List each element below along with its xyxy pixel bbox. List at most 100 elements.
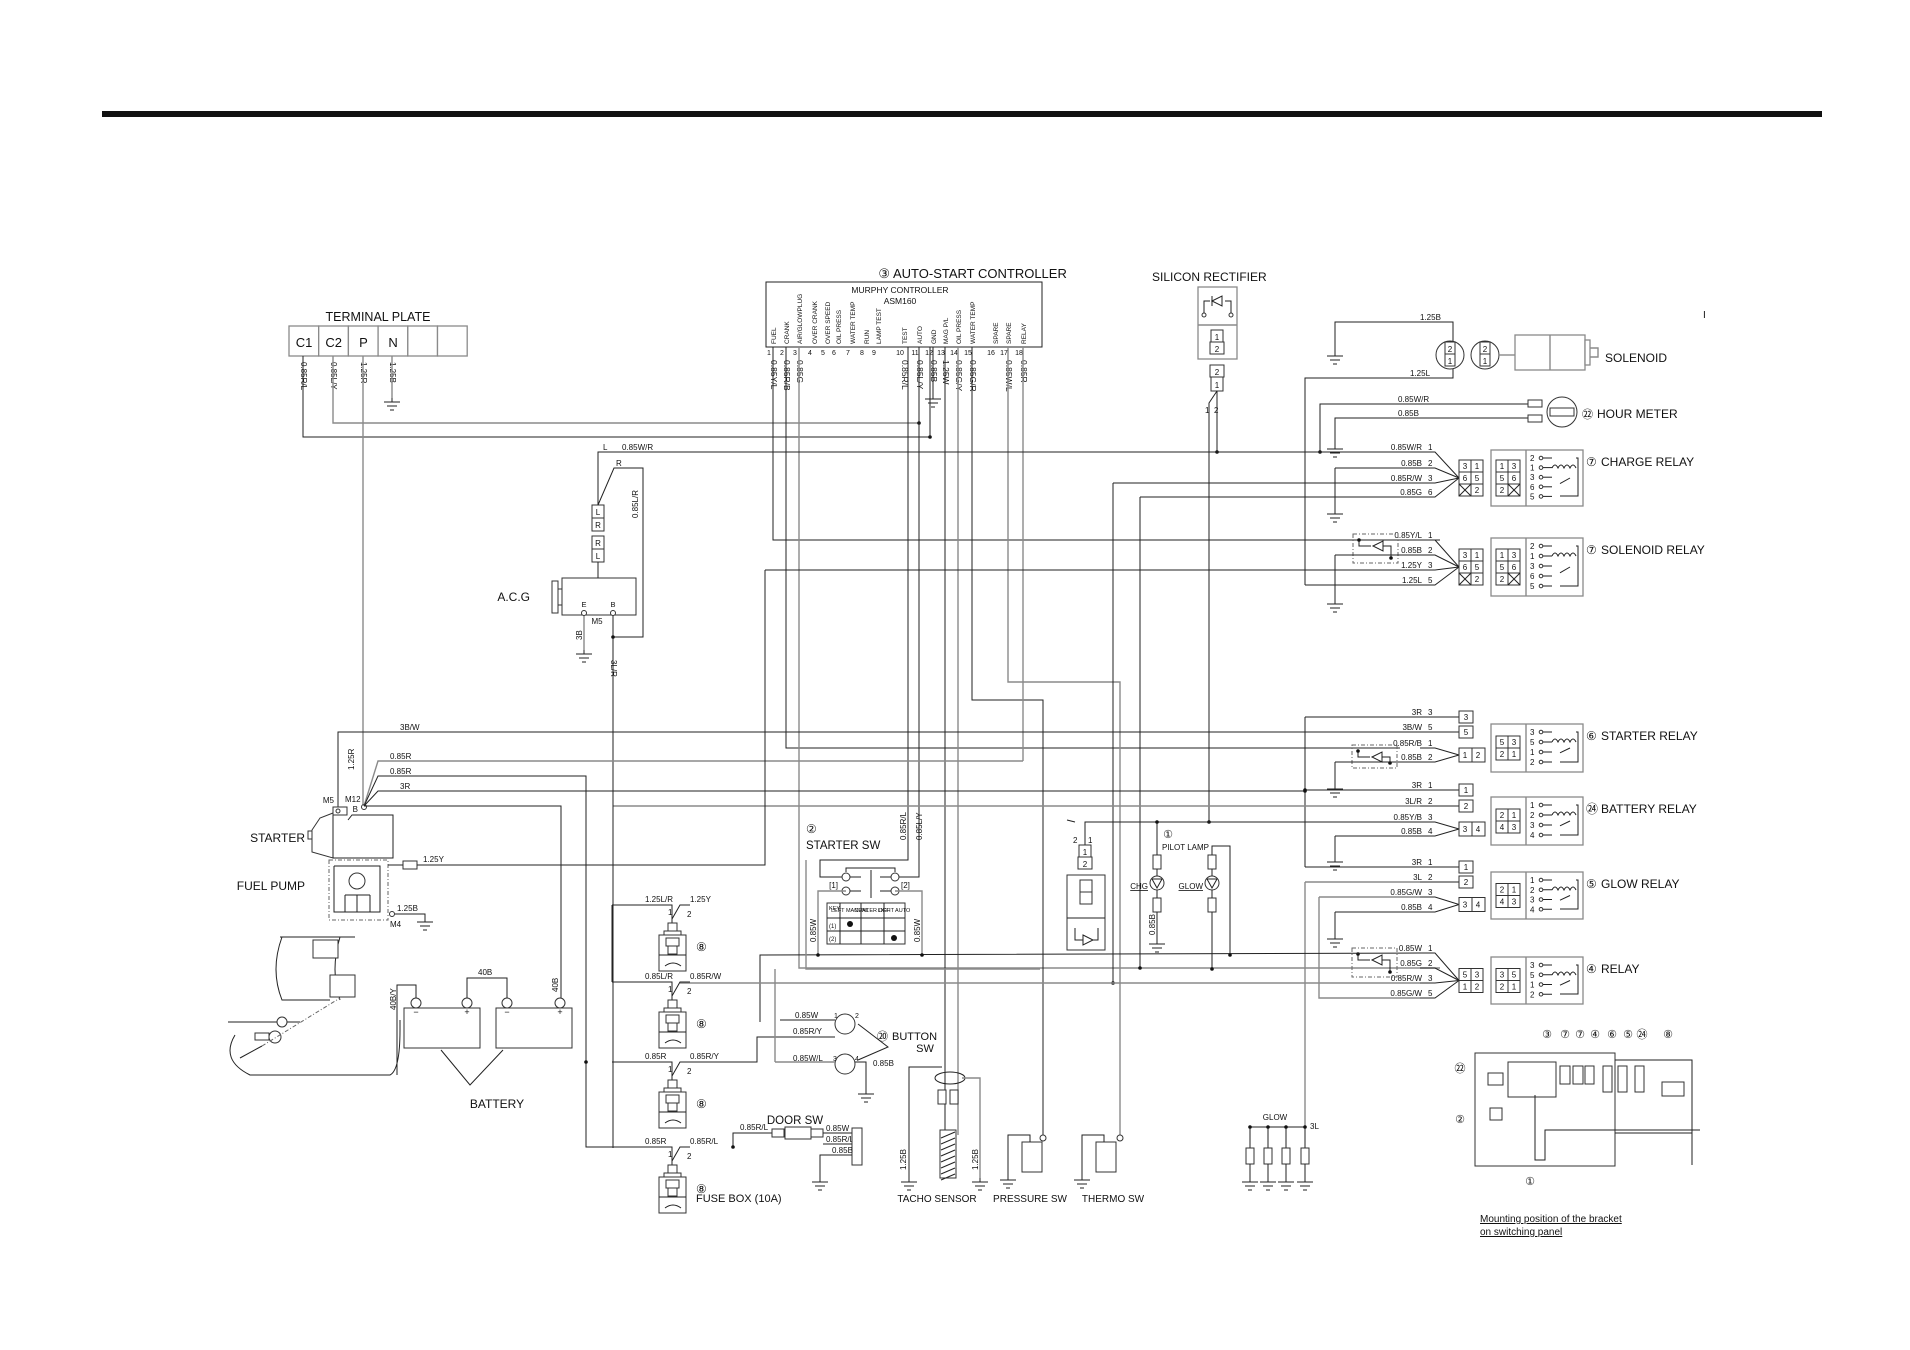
starter-label: STARTER (250, 831, 305, 845)
relay-terminal: 1 (1530, 801, 1535, 810)
wire-label: 0.85R/B (782, 360, 792, 391)
contact-label: [1] (829, 881, 838, 890)
relay-terminal: 1 (1530, 464, 1535, 473)
wire (337, 731, 1420, 807)
ground-icon (576, 650, 592, 663)
controller-pin-label: MAG P/L (943, 317, 950, 344)
wire (1560, 879, 1579, 910)
button-sw-label: BUTTON (892, 1031, 937, 1043)
relay-wire-label: 0.85R/W (1391, 474, 1423, 483)
relay-wire-label: 3R (1412, 708, 1422, 717)
pin-label: 2 (1500, 486, 1505, 495)
wire-label: 40B/Y (389, 988, 398, 1010)
wire (1007, 1134, 1031, 1176)
wire (395, 913, 426, 918)
controller-pin-number: 18 (1015, 350, 1023, 357)
wire (1420, 828, 1460, 837)
pin-label: 1 (1464, 786, 1469, 795)
controller-pin-label: FUEL (771, 327, 778, 344)
terminal-label: M4 (390, 920, 402, 929)
wire-label: 0.85R/Y (793, 1027, 823, 1036)
switch-contact (1559, 747, 1571, 754)
terminal (1538, 887, 1544, 893)
relay-bracket (1617, 1065, 1628, 1093)
callout-number: ⑦ (1560, 1029, 1570, 1041)
wire (1225, 300, 1232, 313)
terminal-label: B (610, 600, 615, 609)
controller-pin-number: 16 (987, 350, 995, 357)
wire (440, 1049, 504, 1086)
pin (667, 1022, 678, 1032)
pin-label: 3 (1463, 901, 1468, 910)
wire (1560, 804, 1579, 836)
relay-terminal: 5 (1530, 738, 1535, 747)
cable-lug (268, 1030, 282, 1044)
ground-icon (1327, 445, 1343, 458)
ground-icon (1297, 1178, 1313, 1191)
pin-label: 2 (1476, 751, 1481, 760)
pin (665, 1094, 680, 1104)
pin-label: 1 (1205, 406, 1210, 415)
pin (1458, 710, 1474, 724)
pin-label: 3 (1463, 825, 1468, 834)
pin (1479, 353, 1491, 367)
relay-bracket (1602, 1065, 1613, 1093)
wire-clamp (934, 1071, 966, 1085)
hatch (940, 1143, 956, 1151)
junction-dot (1228, 953, 1232, 957)
starter-sw-label: STARTER SW (806, 840, 880, 852)
coil-icon (1551, 811, 1577, 817)
wire-label: 0.85G/Y (954, 360, 964, 392)
wire (1420, 539, 1460, 568)
controller-pin-label: SPARE (1006, 322, 1013, 344)
diode-module-outline (1352, 533, 1399, 564)
junction-dot (1388, 970, 1392, 974)
relay-wire-pin: 4 (1428, 827, 1433, 836)
pin-label: 2 (1073, 836, 1078, 845)
callout-number: ⑦ (1575, 1029, 1585, 1041)
wire (1420, 754, 1460, 763)
terminal (1538, 812, 1544, 818)
controller-pin-label: WATER TEMP (850, 302, 857, 345)
wire (332, 356, 919, 424)
junction-dot (1389, 556, 1393, 560)
wire-label: 0.85G/R (968, 360, 978, 392)
pin (1458, 799, 1474, 813)
controller-pin-number: 2 (780, 350, 784, 357)
wire (1358, 540, 1371, 547)
battery-terminal-label: − (504, 1007, 509, 1017)
wire (363, 760, 1023, 807)
table-row: (1) (829, 924, 836, 930)
ground-icon (1000, 1176, 1016, 1189)
pin-label: 1 (1483, 357, 1488, 366)
wire (671, 981, 690, 997)
wire (612, 981, 673, 1000)
junction-dot (1357, 538, 1361, 542)
pin-label: 1 (1083, 848, 1088, 857)
pressure-label: PRESSURE SW (993, 1194, 1067, 1205)
coil-icon (1551, 464, 1577, 470)
terminal-cell (347, 325, 379, 357)
hour-meter-bracket (1487, 1072, 1504, 1086)
wire-label: 1.25L/R (645, 895, 673, 904)
relay-terminal: 5 (1530, 971, 1535, 980)
wire (1093, 928, 1099, 941)
controller-pin-number: 7 (846, 350, 850, 357)
pin (1079, 879, 1093, 893)
terminal-cell (436, 325, 468, 357)
relay-terminal: 4 (1530, 831, 1535, 840)
fuse-link-icon (664, 962, 682, 967)
controller-pin-number: 6 (832, 350, 836, 357)
wire (1420, 566, 1460, 586)
button-sw-label: SW (916, 1043, 934, 1055)
battery-cable (228, 1020, 401, 1076)
junction-dot (1210, 967, 1214, 971)
pin-label: 4 (855, 1056, 859, 1063)
ground-icon (1260, 1178, 1276, 1191)
pin (667, 999, 678, 1009)
junction-dot (1248, 1125, 1252, 1129)
terminal-cell (407, 325, 439, 357)
terminal (1538, 972, 1544, 978)
